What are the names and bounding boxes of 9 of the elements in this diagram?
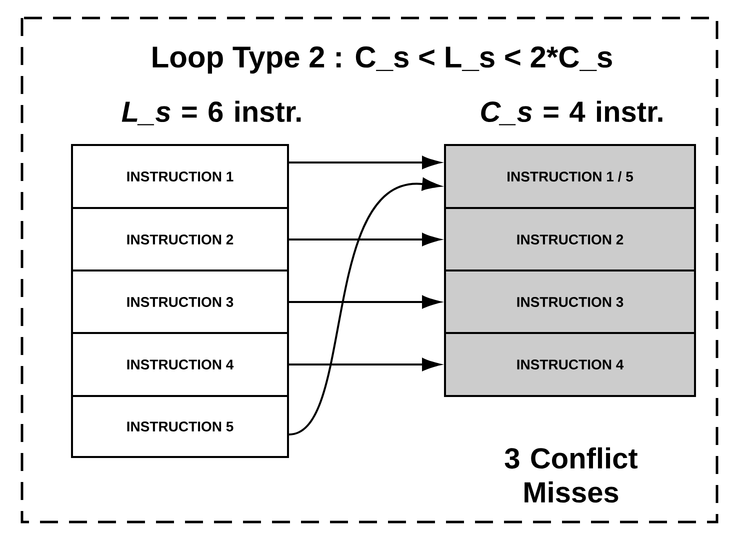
column-heading: C_s = 4 instr. [481, 100, 662, 126]
column-heading: L_s = 6 instr. [122, 100, 301, 126]
instruction-box: INSTRUCTION 3 [71, 270, 289, 334]
note: 3 Conflict Misses [504, 447, 638, 503]
instruction-box: INSTRUCTION 1 [71, 144, 289, 209]
instruction-box: INSTRUCTION 5 [71, 395, 289, 458]
instruction-box: INSTRUCTION 4 [71, 332, 289, 397]
title: Loop Type 2 : C_s < L_s < 2*C_s [152, 46, 612, 74]
instruction-box: INSTRUCTION 2 [71, 207, 289, 272]
